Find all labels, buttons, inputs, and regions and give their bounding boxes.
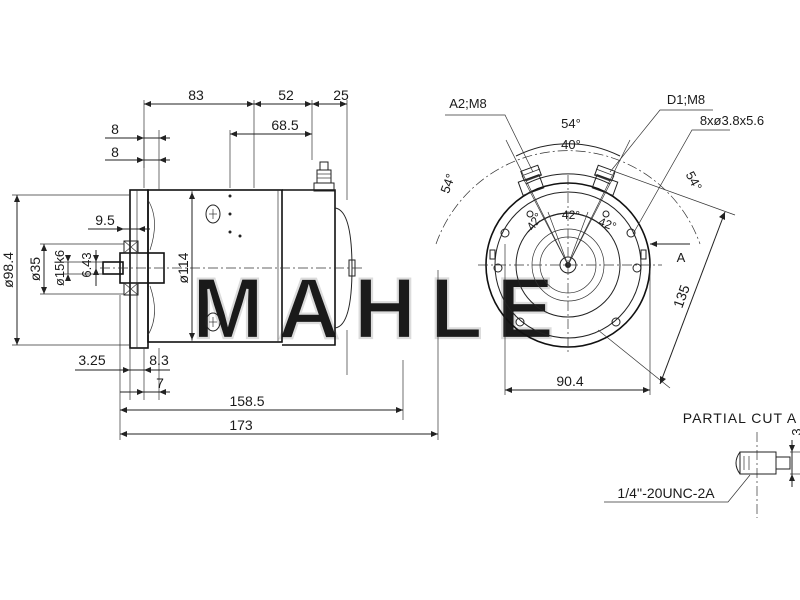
terminal-d1	[591, 164, 619, 196]
watermark-logo: MAHLE	[191, 260, 568, 358]
stud-section	[739, 451, 777, 475]
terminal-stud	[313, 161, 335, 192]
motor-housing	[147, 189, 283, 343]
housing-screw-top	[205, 204, 221, 224]
angle-arc-outer	[435, 150, 701, 245]
housing-screw-bottom	[205, 312, 221, 332]
front-view: A2;M8 D1;M8 8xø3.8x5.6 54° 40° 54° 54° 4…	[435, 92, 764, 395]
label-a2-m8: A2;M8	[449, 96, 487, 111]
leader-a2	[445, 114, 534, 173]
dim-8-bottom: 8	[111, 144, 119, 160]
dim-158-5: 158.5	[229, 393, 264, 409]
dim-3: 3	[789, 428, 800, 435]
dim-25: 25	[333, 87, 349, 103]
section-label-a: A	[677, 250, 686, 265]
bearing-bottom	[123, 282, 139, 296]
dim-6-43: 6.43	[79, 252, 94, 277]
side-view: 83 52 25 68.5 8 8 9.5 ø98.4 ø35	[0, 87, 439, 440]
label-angle-54-left: 54°	[437, 172, 458, 196]
label-angle-42-b: 42°	[562, 208, 580, 222]
label-angle-42-c: 42°	[596, 215, 618, 234]
bearing-top	[123, 240, 139, 254]
dim-68-5: 68.5	[271, 117, 298, 133]
label-angle-54-top: 54°	[561, 116, 581, 131]
dim-dia-98-4: ø98.4	[0, 252, 16, 288]
dim-90-4: 90.4	[556, 373, 583, 389]
terminal-a2	[517, 164, 545, 196]
dim-52: 52	[278, 87, 294, 103]
dim-line-135	[659, 211, 726, 385]
dim-7: 7	[156, 375, 164, 391]
partial-cut-a: PARTIAL CUT A 3 1/4''-20UNC-2A	[604, 410, 800, 518]
dim-dia-35: ø35	[27, 257, 43, 281]
end-flange	[129, 189, 149, 349]
dim-9-5: 9.5	[95, 212, 115, 228]
dim-173: 173	[229, 417, 253, 433]
arc-40	[525, 173, 611, 185]
dim-8-top: 8	[111, 121, 119, 137]
dim-8-3: 8.3	[149, 352, 169, 368]
label-angle-54-right: 54°	[683, 169, 705, 193]
arc-54-top	[515, 143, 621, 157]
thread-spec: 1/4''-20UNC-2A	[617, 485, 715, 501]
dim-83: 83	[188, 87, 204, 103]
rear-cap	[282, 189, 336, 346]
dim-3-25: 3.25	[78, 352, 105, 368]
dim-dia-114: ø114	[175, 252, 191, 283]
leader-thread	[604, 474, 751, 503]
stud-cut-edge	[735, 451, 741, 475]
label-angle-40: 40°	[561, 137, 581, 152]
leader-holes	[632, 129, 730, 235]
watermark-text: MAHLE	[192, 261, 568, 357]
dim-dia-15k6: ø15k6	[52, 250, 67, 286]
leader-d1	[609, 109, 713, 173]
label-d1-m8: D1;M8	[667, 92, 705, 107]
label-holes: 8xø3.8x5.6	[700, 113, 764, 128]
dim-135: 135	[670, 282, 693, 310]
partial-cut-title: PARTIAL CUT A	[683, 410, 797, 426]
